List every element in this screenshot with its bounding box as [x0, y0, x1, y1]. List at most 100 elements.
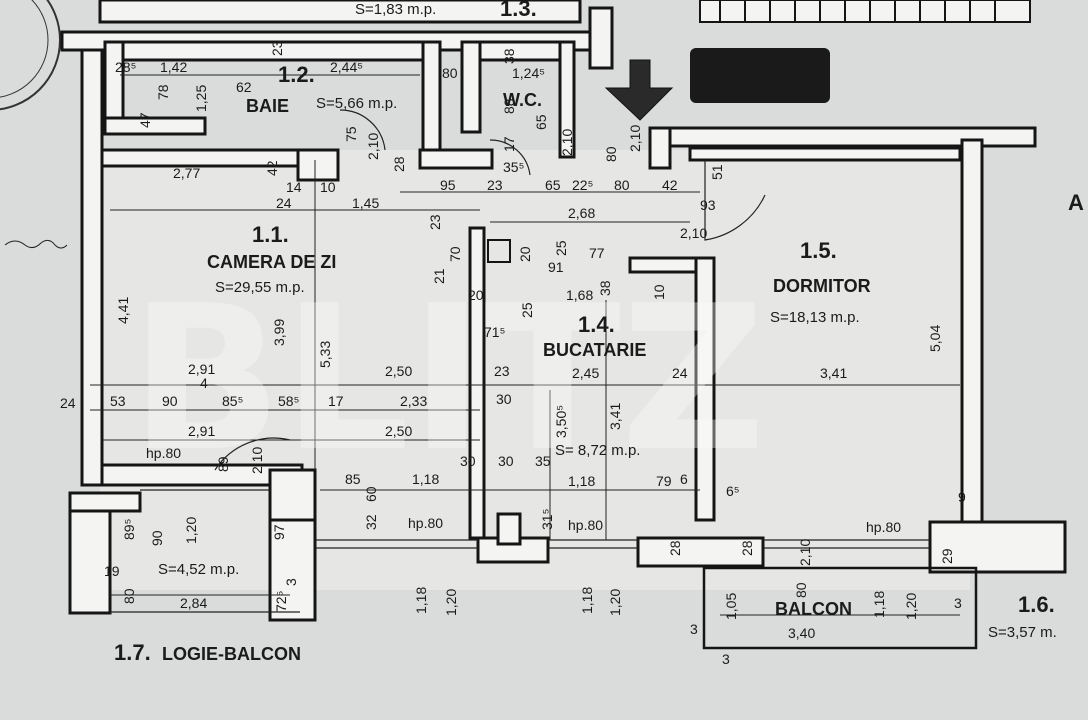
dim-d10: 10	[320, 179, 336, 195]
dim-d17b: 17	[328, 393, 344, 409]
dim-d210e: 2,10	[249, 447, 265, 474]
dim-d38b: 38	[597, 280, 613, 296]
dim-d65: 65	[533, 114, 549, 130]
dim-d80: 80	[442, 65, 458, 81]
camera-name: CAMERA DE ZI	[207, 252, 336, 272]
dim-d80b: 80	[614, 177, 630, 193]
dim-d118b: 1,18	[568, 473, 595, 489]
dim-d340: 3,40	[788, 625, 815, 641]
dim-d268: 2,68	[568, 205, 595, 221]
dim-d97: 97	[271, 524, 287, 540]
dim-d24: 24	[276, 195, 292, 211]
dim-d80d: 80	[121, 588, 137, 604]
dim-d225: 22⁵	[572, 177, 593, 193]
dim-d30: 30	[496, 391, 512, 407]
dim-d715: 71⁵	[484, 324, 505, 340]
dim-d725: 72⁵	[273, 591, 289, 612]
dim-d25: 25	[553, 240, 569, 256]
dim-d89: 89	[215, 456, 231, 472]
dim-d65c: 6⁵	[726, 483, 740, 499]
dim-d85: 85	[345, 471, 361, 487]
dimension-labels: 28⁵ 1,42 2,44⁵ 80 1,24⁵ 62 2,77 1,45 95 …	[60, 59, 966, 667]
dim-d168: 1,68	[566, 287, 593, 303]
dim-d285: 28⁵	[115, 59, 136, 75]
dim-d14: 14	[286, 179, 302, 195]
dim-d17: 17	[501, 136, 517, 152]
dim-d90b: 90	[149, 530, 165, 546]
top-area-label: S=1,83 m.p.	[355, 1, 436, 18]
dim-d120: 1,20	[183, 517, 199, 544]
dimension-lines	[90, 74, 960, 616]
dim-hp80a: hp.80	[146, 445, 181, 461]
dim-d3d: 3	[722, 651, 730, 667]
dim-d399: 3,99	[271, 319, 287, 346]
top-strip	[98, 0, 1031, 24]
arrow-down-icon	[604, 59, 674, 121]
dim-d53: 53	[110, 393, 126, 409]
floor-area	[100, 150, 970, 590]
dim-d3c: 3	[954, 595, 962, 611]
dim-d118e: 1,18	[871, 591, 887, 618]
dim-d30c: 30	[498, 453, 514, 469]
stamp-seal	[0, 0, 61, 111]
dim-d30b: 30	[460, 453, 476, 469]
baie-number: 1.2.	[278, 62, 315, 87]
dormitor-number: 1.5.	[800, 238, 837, 263]
logie-area: S=4,52 m.p.	[158, 561, 239, 578]
dim-d70: 70	[447, 246, 463, 262]
dim-d91: 91	[548, 259, 564, 275]
dim-d1245: 1,24⁵	[512, 65, 545, 81]
vertical-dimension-labels: 23 78 1,25 47 38 88 75 2,10 28 65 2,10 1…	[115, 40, 955, 620]
dim-d3505: 3,50⁵	[553, 405, 569, 438]
dim-d28c: 28	[739, 540, 755, 556]
dim-d42b: 42	[662, 177, 678, 193]
vent-shaft	[487, 239, 511, 263]
redacted-block	[690, 48, 830, 103]
dim-d28b: 28	[667, 540, 683, 556]
dim-d210a: 2,10	[365, 133, 381, 160]
dim-d341v: 3,41	[607, 403, 623, 430]
logie-number: 1.7.	[114, 640, 151, 665]
dim-d210b: 2,10	[559, 129, 575, 156]
dim-d3b: 3	[690, 621, 698, 637]
baie-name: BAIE	[246, 96, 289, 116]
dim-d118: 1,18	[412, 471, 439, 487]
dim-d60: 60	[363, 486, 379, 502]
dim-d585: 58⁵	[278, 393, 299, 409]
dim-d118c: 1,18	[413, 587, 429, 614]
wc-name: W.C.	[503, 90, 542, 110]
dim-d120c: 1,20	[607, 589, 623, 616]
dim-d355: 35⁵	[503, 159, 524, 175]
dim-d23: 23	[269, 40, 285, 56]
dim-d533: 5,33	[317, 341, 333, 368]
dim-d19: 19	[104, 563, 120, 579]
dim-d95: 95	[440, 177, 456, 193]
dim-hp80c: hp.80	[568, 517, 603, 533]
dim-d3: 3	[283, 578, 299, 586]
dim-d25b: 25	[519, 302, 535, 318]
room-16-area: S=3,57 m.	[988, 624, 1057, 641]
dim-d855: 85⁵	[222, 393, 243, 409]
camera-area: S=29,55 m.p.	[215, 279, 305, 296]
dim-d233: 2,33	[400, 393, 427, 409]
dim-d210f: 2,10	[797, 539, 813, 566]
dim-d23d: 23	[494, 363, 510, 379]
dim-d62: 62	[236, 79, 252, 95]
dim-d29: 29	[939, 548, 955, 564]
dim-d315: 31⁵	[539, 509, 555, 530]
side-label: A	[1068, 190, 1084, 215]
dim-d4: 4	[200, 375, 208, 391]
dim-d9: 9	[958, 489, 966, 505]
dormitor-name: DORMITOR	[773, 276, 871, 296]
handwritten-mark	[4, 239, 68, 249]
dim-d77: 77	[589, 245, 605, 261]
dim-d895: 89⁵	[121, 519, 137, 540]
dim-d284: 2,84	[180, 595, 207, 611]
dim-d120d: 1,20	[903, 593, 919, 620]
dim-d6: 6	[680, 471, 688, 487]
baie-area: S=5,66 m.p.	[316, 95, 397, 112]
dim-d277: 2,77	[173, 165, 200, 181]
door-swings	[214, 109, 766, 471]
dim-d93: 93	[700, 197, 716, 213]
